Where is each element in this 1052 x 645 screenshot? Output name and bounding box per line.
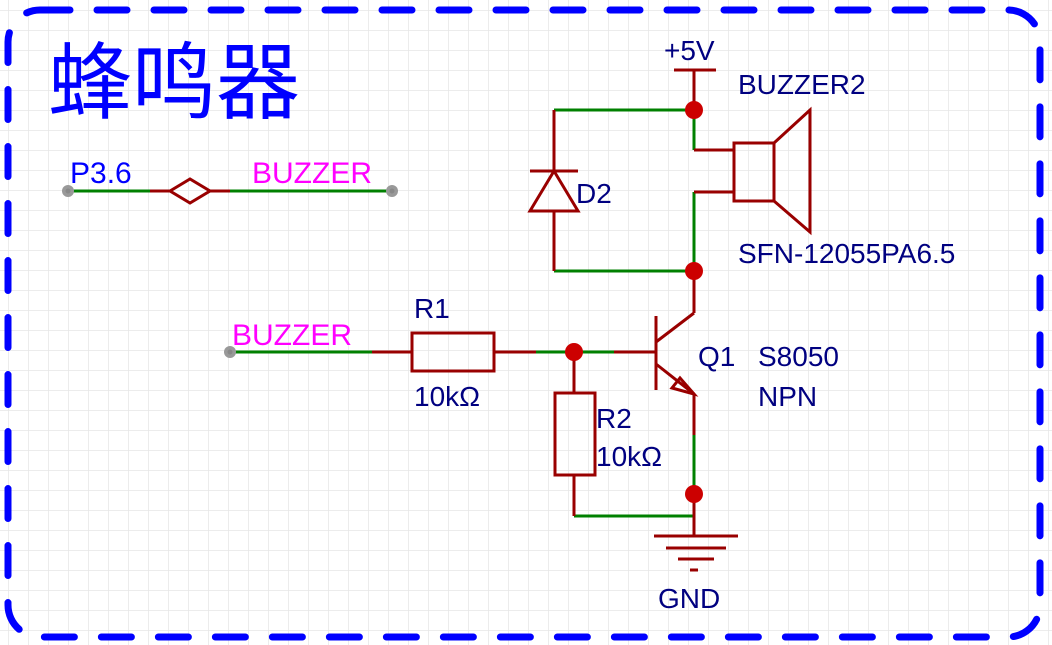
junction-dot — [685, 262, 703, 280]
net-label-buzzer-top: BUZZER — [252, 157, 372, 190]
junction-dot — [685, 101, 703, 119]
net-connector[interactable] — [62, 177, 398, 205]
r2-designator: R2 — [596, 403, 632, 434]
d2-designator: D2 — [576, 178, 612, 209]
resistor-r1[interactable] — [372, 331, 536, 373]
junction-dot — [685, 485, 703, 503]
dashed-frame — [4, 6, 1044, 641]
junctions — [565, 101, 703, 503]
net-label-buzzer-input: BUZZER — [232, 319, 352, 352]
page-title: 蜂鸣器 — [48, 36, 300, 130]
r2-value: 10kΩ — [596, 441, 662, 472]
diode-d2[interactable] — [527, 110, 581, 271]
transistor-q1[interactable] — [614, 271, 699, 435]
junction-dot — [565, 343, 583, 361]
ground-label: GND — [658, 583, 720, 614]
emitter-arrow-icon — [669, 375, 699, 397]
ground-symbol — [654, 494, 738, 572]
net-label-p36: P3.6 — [70, 157, 132, 190]
buzzer-component[interactable] — [694, 106, 812, 236]
buzzer-part: SFN-12055PA6.5 — [738, 238, 955, 269]
r1-designator: R1 — [414, 293, 450, 324]
q1-designator: Q1 — [698, 341, 735, 372]
q1-part: S8050 — [758, 341, 839, 372]
r1-value: 10kΩ — [414, 381, 480, 412]
power-label: +5V — [664, 35, 715, 66]
buzzer-designator: BUZZER2 — [738, 69, 866, 100]
q1-type: NPN — [758, 381, 817, 412]
